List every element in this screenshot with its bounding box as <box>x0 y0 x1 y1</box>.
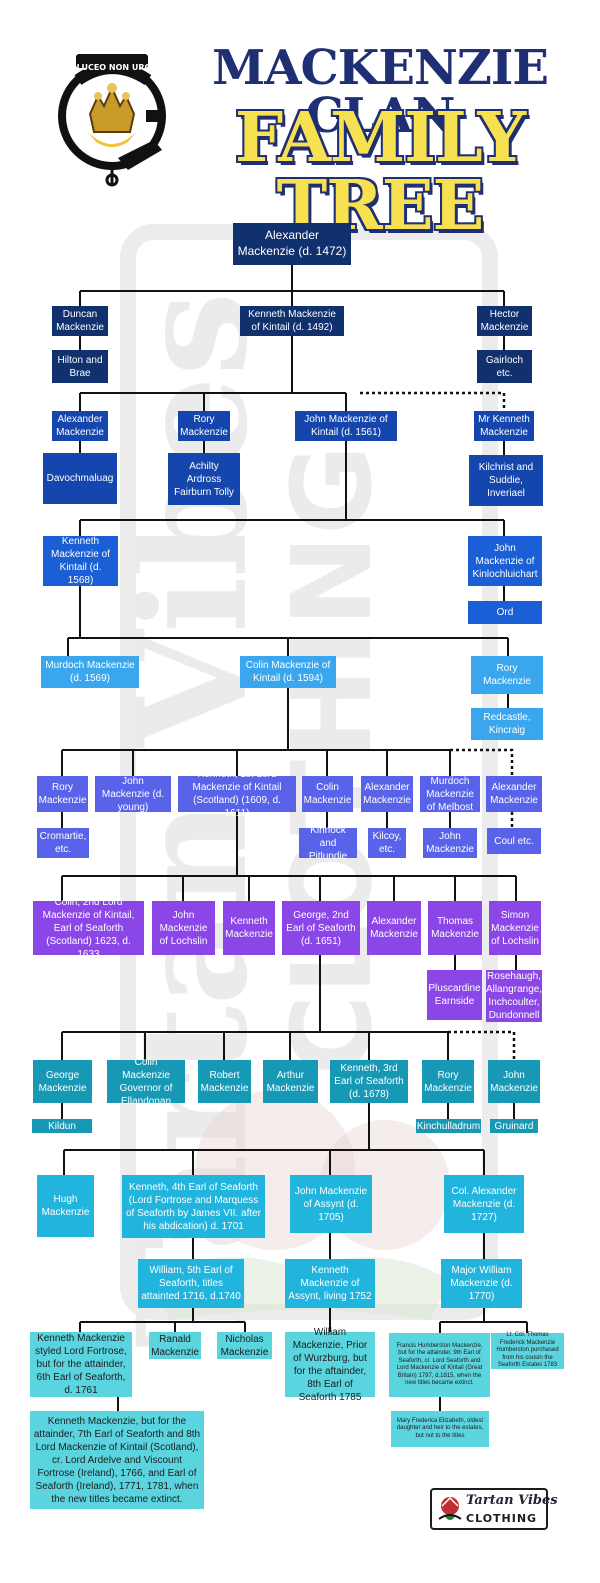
node-gruinard: Gruinard <box>490 1119 538 1133</box>
node-davochmaluag: Davochmaluag <box>43 453 117 504</box>
node-redcastle: Redcastle, Kincraig <box>471 708 543 740</box>
node-cromartie: Cromartie, etc. <box>37 828 89 858</box>
node-achilty: Achilty Ardross Fairburn Tolly <box>168 453 240 505</box>
node-mr-kenneth: Mr Kenneth Mackenzie <box>474 411 534 441</box>
svg-text:CLOTHING: CLOTHING <box>268 445 396 1076</box>
node-francis-humberston: Francis Humberston Mackenzie, but for th… <box>389 1333 490 1397</box>
node-john-3: John Mackenzie <box>488 1060 540 1103</box>
node-alexander-4: Alexander Mackenzie <box>486 776 542 812</box>
node-hector: Hector Mackenzie <box>477 306 532 336</box>
node-kenneth-4th-earl: Kenneth, 4th Earl of Seaforth (Lord Fort… <box>122 1175 265 1238</box>
node-john-2: John Mackenzie <box>423 828 477 858</box>
node-ord: Ord <box>468 601 542 624</box>
node-kildun: Kildun <box>32 1119 92 1133</box>
node-ranald: Ranald Mackenzie <box>149 1332 201 1359</box>
node-alexander-1472: Alexander Mackenzie (d. 1472) <box>233 223 351 265</box>
node-kilcoy: Kilcoy, etc. <box>368 828 406 858</box>
node-kenneth-assynt: Kenneth Mackenzie of Assynt, living 1752 <box>285 1259 375 1308</box>
node-rory-1: Rory Mackenzie <box>178 411 230 441</box>
tartan-vibes-logo: Tartan Vibes CLOTHING <box>430 1488 558 1530</box>
node-kinchulladrum: Kinchulladrum <box>416 1119 481 1133</box>
node-john-kintail-1561: John Mackenzie of Kintail (d. 1561) <box>295 411 397 441</box>
node-gairloch: Gairloch etc. <box>477 350 532 383</box>
node-kenneth-7th-earl: Kenneth Mackenzie, but for the attainder… <box>30 1411 204 1509</box>
node-kenneth-1568: Kenneth Mackenzie of Kintail (d. 1568) <box>43 536 118 586</box>
node-kenneth-3rd-earl: Kenneth, 3rd Earl of Seaforth (d. 1678) <box>330 1060 408 1103</box>
node-kinnock: Kinnock and Pitlundie <box>299 825 357 862</box>
node-john-kinlochluichart: John Mackenzie of Kinlochluichart <box>468 536 542 586</box>
node-alexander-3: Alexander Mackenzie <box>361 776 413 812</box>
node-john-assynt: John Mackenzie of Assynt (d. 1705) <box>290 1175 372 1233</box>
node-alexander-2: Alexander Mackenzie <box>52 411 108 441</box>
crest-name-label: MACKENZIE <box>87 44 141 53</box>
clan-crest-icon <box>58 54 166 187</box>
node-william-5th-earl: William, 5th Earl of Seaforth, titles at… <box>138 1259 244 1308</box>
node-colin-2: Colin Mackenzie <box>302 776 353 812</box>
thistle-icon <box>438 1496 462 1520</box>
node-colin-2nd-lord: Colin, 2nd Lord Mackenzie of Kintail, Ea… <box>33 897 144 960</box>
node-kilchrist: Kilchrist and Suddie, Inveriael <box>469 455 543 506</box>
node-colin-governor: Colin Mackenzie Governor of Ellandonan <box>107 1057 185 1107</box>
node-john-young: John Mackenzie (d. young) <box>95 776 171 813</box>
node-pluscardine: Pluscardine Earnside <box>427 970 482 1020</box>
node-kenneth-1st-lord: Kenneth, 1st Lord Mackenzie of Kintail (… <box>178 769 296 819</box>
node-colin-1594: Colin Mackenzie of Kintail (d. 1594) <box>240 656 336 688</box>
title-line-1: MACKENZIE CLAN <box>212 40 549 144</box>
title-line-2: FAMILY TREE <box>234 98 526 246</box>
node-robert: Robert Mackenzie <box>198 1060 251 1103</box>
node-thomas: Thomas Mackenzie <box>428 901 482 955</box>
node-nicholas: Nicholas Mackenzie <box>217 1332 272 1359</box>
node-george-2nd-earl: George, 2nd Earl of Seaforth (d. 1651) <box>282 901 360 955</box>
node-alexander-5: Alexander Mackenzie <box>367 901 421 955</box>
node-major-william: Major William Mackenzie (d. 1770) <box>441 1259 522 1308</box>
node-kenneth-kintail-1492: Kenneth Mackenzie of Kintail (d. 1492) <box>240 306 344 336</box>
node-george-2: George Mackenzie <box>33 1060 92 1103</box>
node-rory-4: Rory Mackenzie <box>422 1060 474 1103</box>
node-william-wurzburg: William Mackenzie, Prior of Wurzburg, bu… <box>285 1327 375 1403</box>
brand-sub: CLOTHING <box>466 1512 538 1525</box>
brand-name: Tartan Vibes <box>466 1493 558 1508</box>
node-kenneth-2: Kenneth Mackenzie <box>223 901 275 955</box>
node-rory-3: Rory Mackenzie <box>37 776 88 812</box>
node-kenneth-fortrose: Kenneth Mackenzie styled Lord Fortrose, … <box>30 1332 132 1397</box>
node-murdoch-melbost: Murdoch Mackenzie of Melbost <box>420 776 480 813</box>
node-hugh: Hugh Mackenzie <box>37 1175 94 1237</box>
node-coul: Coul etc. <box>487 828 541 854</box>
node-mary-frederica: Mary Frederica Elizabeth, oldest daughte… <box>391 1411 489 1447</box>
node-hilton-brae: Hilton and Brae <box>52 350 108 383</box>
node-john-lochslin: John Mackenzie of Lochslin <box>152 901 215 955</box>
crest-motto-label: LUCEO NON URO <box>76 63 152 72</box>
node-arthur: Arthur Mackenzie <box>263 1060 318 1103</box>
node-simon-lochslin: Simon Mackenzie of Lochslin <box>489 901 541 955</box>
node-col-alexander: Col. Alexander Mackenzie (d. 1727) <box>444 1175 524 1233</box>
node-murdoch-1569: Murdoch Mackenzie (d. 1569) <box>41 656 139 688</box>
node-rosehaugh: Rosehaugh, Allangrange, Inchcoulter, Dun… <box>485 970 543 1022</box>
node-thomas-frederick: Lt. Col. Thomas Frederick Mackenzie Humb… <box>491 1332 564 1369</box>
node-rory-2: Rory Mackenzie <box>471 656 543 694</box>
node-duncan: Duncan Mackenzie <box>52 306 108 336</box>
